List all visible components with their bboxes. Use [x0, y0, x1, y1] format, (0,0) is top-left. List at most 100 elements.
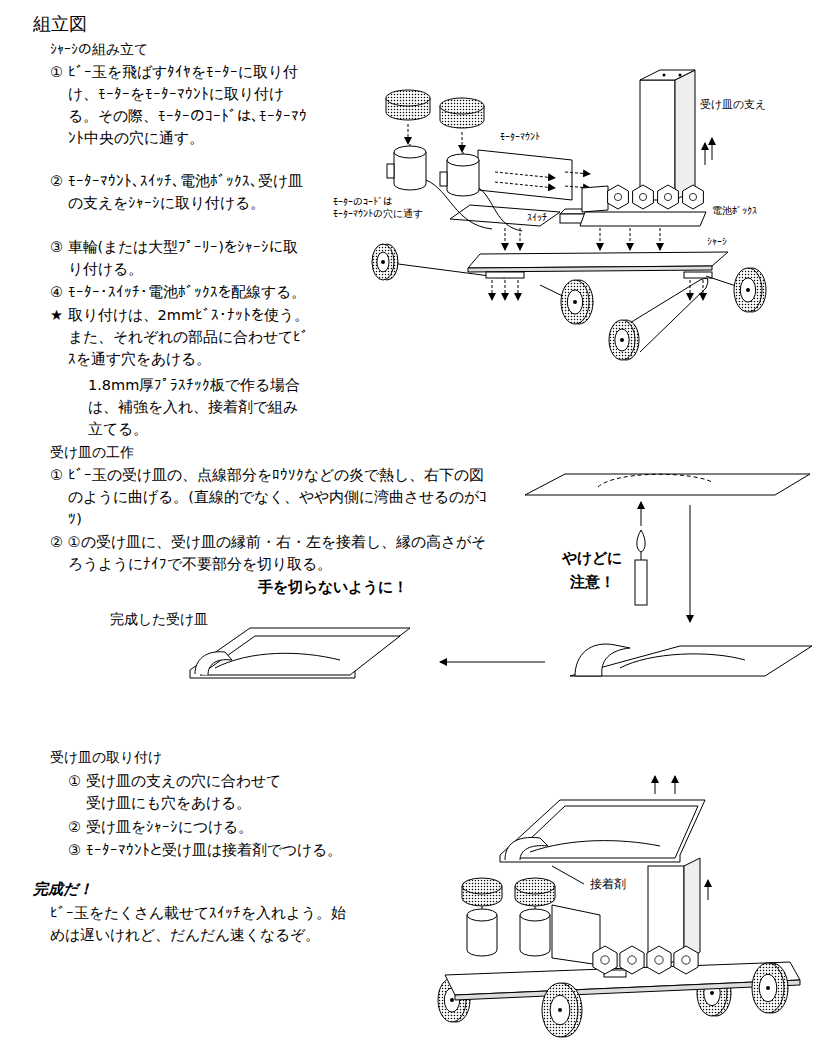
wheel-tire	[752, 963, 784, 1013]
tire-top	[462, 878, 502, 894]
battery-cell-cap	[601, 956, 609, 964]
battery-cell-cap	[689, 193, 696, 200]
wheel-rim	[615, 329, 629, 351]
support-top	[640, 70, 695, 80]
battery-cell	[658, 185, 679, 209]
wheel-hub	[766, 986, 770, 990]
step-text: ③ 車輪(または大型ﾌﾟｰﾘｰ)をｼｬｰｼに取り付ける。	[50, 236, 312, 280]
motor-top	[520, 909, 550, 921]
step-text: ② ①の受け皿に、受け皿の縁前・右・左を接着し、縁の高さがそろうようにﾅｲﾌで不…	[50, 531, 490, 575]
wheel-tire	[561, 280, 589, 324]
battery-cell-cap	[628, 956, 636, 964]
chassis-plate	[468, 252, 728, 268]
figure-label: 完成した受け皿	[110, 608, 208, 630]
step-text: ③ ﾓｰﾀｰﾏｳﾝﾄと受け皿は接着剤でつける。	[68, 839, 368, 861]
tray-rim	[500, 800, 705, 862]
wheel-hub	[746, 288, 750, 292]
motor-mount-plate	[478, 150, 572, 200]
wheel-tire	[734, 268, 762, 312]
support-front	[648, 866, 684, 962]
assembly-arrow	[495, 182, 555, 188]
motor-cord	[479, 188, 522, 231]
battery-cell	[593, 946, 617, 974]
tray-floor	[510, 806, 698, 858]
part-note: ﾓｰﾀｰのｺｰﾄﾞは ﾓｰﾀｰﾏｳﾝﾄの穴に通す	[333, 196, 433, 220]
candle-flame	[637, 530, 645, 552]
part-label: ﾓｰﾀｰﾏｳﾝﾄ	[500, 131, 540, 143]
chassis-edge	[455, 980, 800, 1000]
finished-tray-floor	[200, 636, 400, 675]
battery-cell	[633, 185, 654, 209]
screw-arrow	[600, 228, 601, 250]
battery-cell	[647, 946, 671, 974]
part-label: ｽｲｯﾁ	[527, 212, 547, 224]
tray-curve	[530, 841, 660, 852]
step-text: ① ﾋﾞｰ玉の受け皿の、点線部分をﾛｳｿｸなどの炎で熱し、右下の図のように曲げる…	[50, 464, 490, 530]
motor-terminal	[440, 172, 447, 186]
assembly-arrow	[462, 132, 463, 152]
wheel-rim	[759, 974, 777, 1002]
motor-top	[394, 146, 426, 158]
wheel-tire	[372, 244, 394, 280]
wheel-rim	[740, 278, 755, 302]
bend-line	[598, 474, 712, 487]
chassis-edge	[468, 266, 712, 272]
screw-arrow	[655, 776, 656, 794]
assembly-arrow	[495, 172, 555, 178]
battery-cell-cap	[614, 193, 621, 200]
wheel-rim	[377, 252, 389, 272]
candle-wick	[641, 552, 642, 560]
battery-cell	[620, 946, 644, 974]
note-text: 1.8mm厚ﾌﾟﾗｽﾁｯｸ板で作る場合は、補強を入れ、接着剤で組み立てる。	[88, 374, 312, 440]
screw-arrow	[520, 228, 521, 250]
wheel-rim	[567, 290, 582, 314]
screw-arrow	[690, 280, 691, 300]
battery-cell	[608, 185, 629, 209]
screw-arrow	[708, 880, 709, 900]
battery-cell-cap	[682, 956, 690, 964]
heat-arrow	[641, 502, 642, 526]
screw-arrow	[505, 228, 506, 250]
step-text: ② 受け皿をｼｬｰｼにつける。	[68, 816, 368, 838]
support-hole	[663, 74, 666, 77]
bent-curl	[575, 644, 630, 676]
assembly-arrow	[408, 124, 409, 144]
wheel-hub	[710, 991, 714, 995]
screw-arrow	[492, 280, 493, 300]
battery-cell	[674, 946, 698, 974]
section-heading: ｼｬｰｼの組み立て	[50, 38, 148, 60]
wheel-rim	[550, 995, 570, 1025]
wheel-hub	[558, 1008, 562, 1012]
part-label: ｼｬｰｼ	[707, 236, 727, 248]
chassis-exploded-view	[372, 70, 766, 360]
axle-holder	[486, 272, 524, 278]
motor-cord	[426, 180, 492, 229]
finished-tray-rim	[190, 628, 410, 678]
part-label: 接着剤	[590, 877, 626, 891]
support-front	[640, 80, 675, 200]
warning-text: やけどに 注意！	[556, 546, 628, 594]
screw-arrow	[630, 228, 631, 250]
support-side	[675, 70, 695, 200]
screw-arrow	[505, 280, 506, 300]
battery-cell-cap	[639, 193, 646, 200]
screw-arrow	[565, 172, 590, 174]
screw-arrow	[660, 228, 661, 250]
flat-sheet	[525, 474, 810, 495]
process-arrow	[690, 505, 691, 622]
screw-arrow	[705, 143, 706, 165]
tire-top	[515, 878, 555, 894]
battery-tray	[580, 212, 706, 226]
assembled-view	[438, 776, 800, 1037]
wheel-tire	[542, 983, 578, 1037]
tire-top	[440, 98, 484, 114]
wheel-hub	[381, 260, 385, 264]
battery-cell-cap	[664, 193, 671, 200]
motor-top	[447, 154, 479, 166]
wheel-hub	[573, 300, 577, 304]
note-text: ★ 取り付けは、2mmﾋﾞｽ・ﾅｯﾄを使う。また、それぞれの部品に合わせてﾋﾞｽ…	[50, 304, 312, 370]
bent-curve	[620, 654, 745, 668]
wheel-hub	[620, 338, 624, 342]
